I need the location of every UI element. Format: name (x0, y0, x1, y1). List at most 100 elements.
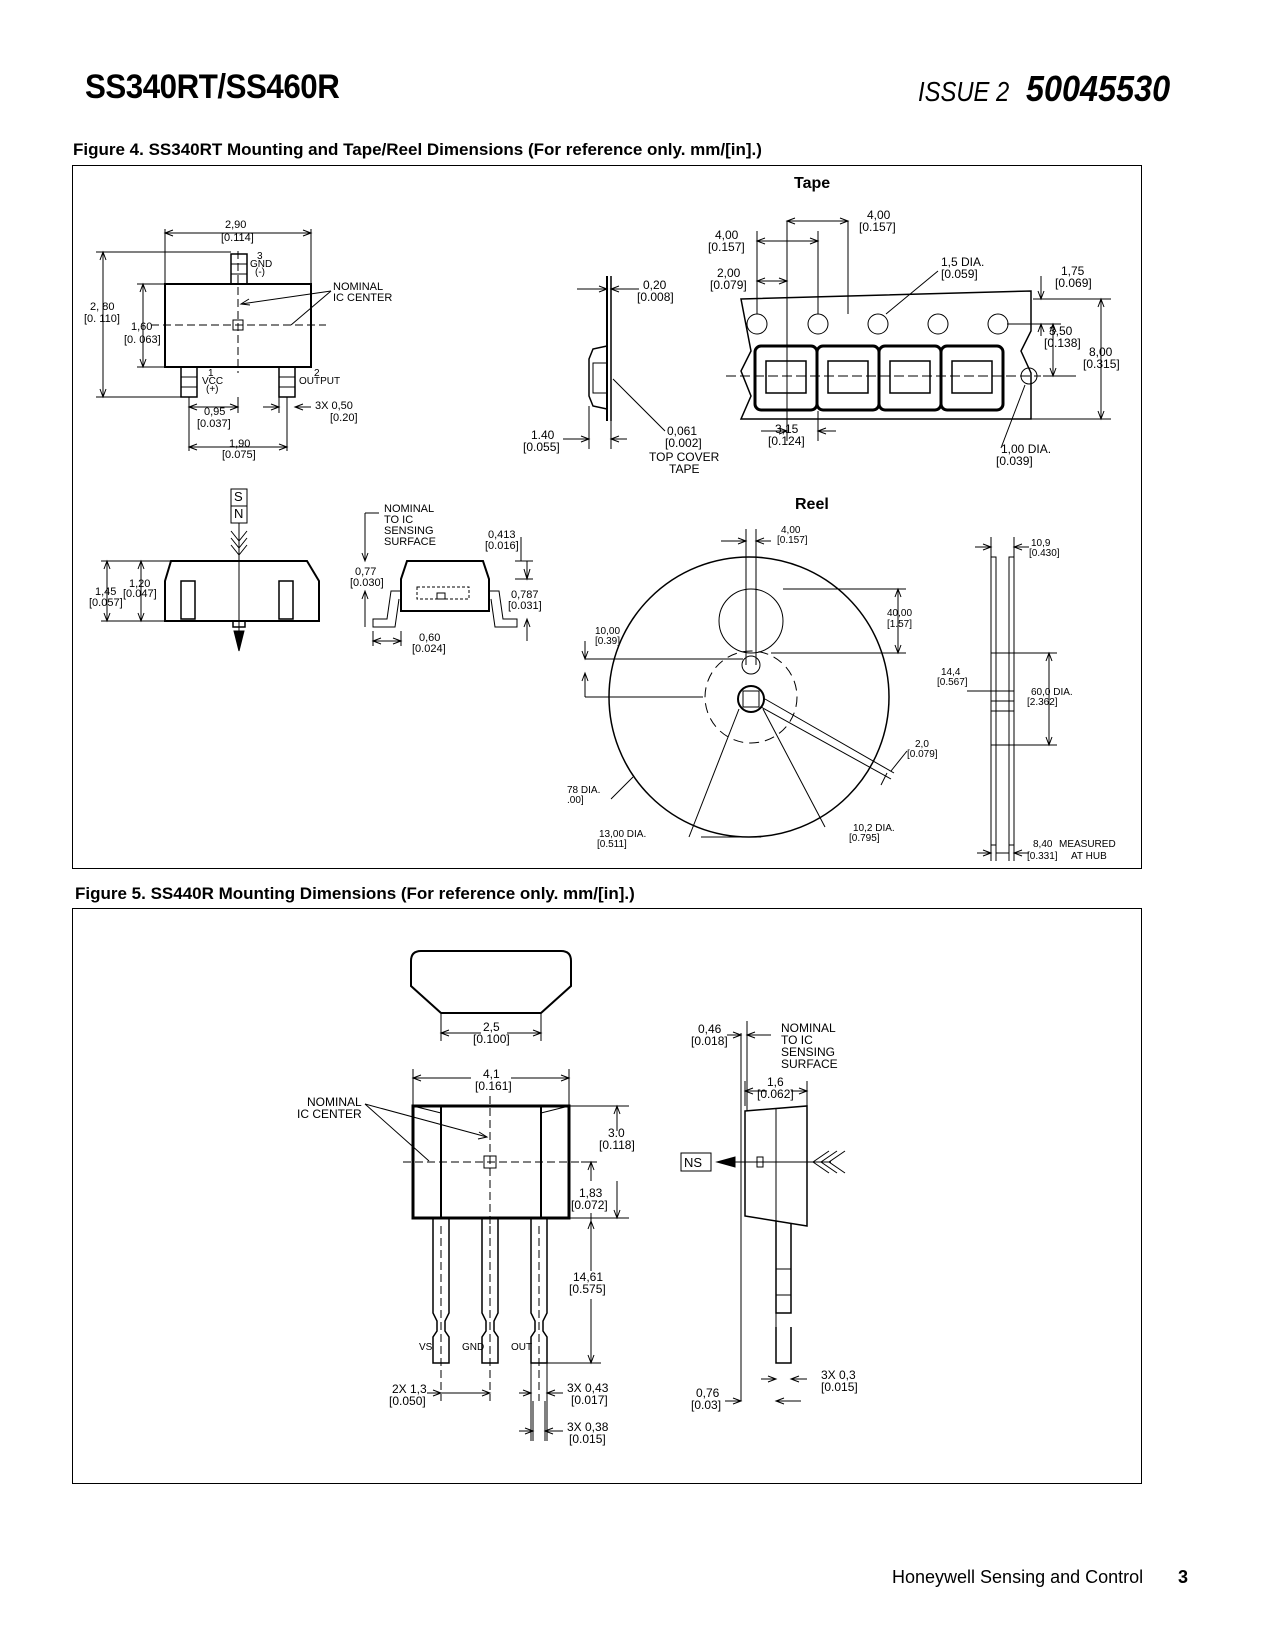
dim-label: 10,00 (595, 626, 620, 637)
sot23-top-view (96, 229, 332, 451)
dim-label: 0,95 (204, 406, 225, 418)
pole-s: S (234, 489, 243, 504)
dim-label: [0.057] (89, 597, 123, 609)
dim-label: [0.124] (768, 434, 805, 448)
dim-label: SURFACE (384, 536, 436, 548)
dim-label: 1,60 (131, 321, 152, 333)
dim-label: [0.157] (859, 220, 896, 234)
dim-label: 4,1 (483, 1067, 500, 1081)
dim-label: [0.039] (996, 454, 1033, 468)
dim-label: 3.0 (608, 1126, 625, 1140)
dim-label: 4,00 (781, 525, 801, 536)
issue-label: ISSUE 2 (918, 76, 1010, 107)
dim-label: TO IC (384, 514, 413, 526)
dim-label: [0.39] (595, 636, 620, 647)
dim-label: 4,00 (867, 208, 891, 222)
dim-label: [0.017] (571, 1393, 608, 1407)
dim-label: 14,4 (941, 667, 961, 678)
figure5-box: 2,5 [0.100] 4,1 [0.161] NOMINAL IC CENTE… (72, 908, 1142, 1484)
dim-label: 3X 0,3 (821, 1368, 856, 1382)
pole-n: N (234, 506, 243, 521)
dim-label: [0.20] (330, 412, 358, 424)
dim-label: [0.047] (123, 588, 157, 600)
dim-label: [0. 110] (84, 313, 120, 325)
dim-label: OUTPUT (299, 376, 340, 387)
dim-label: 3,15 (775, 422, 799, 436)
dim-label: [0.430] (1029, 548, 1060, 559)
dim-label: (-) (255, 267, 265, 278)
dim-label: 4,00 (715, 228, 739, 242)
dim-label: 2, 80 (90, 301, 114, 313)
dim-label: 3X 0,38 (567, 1420, 609, 1434)
dim-label: 10,2 DIA. (853, 823, 895, 834)
dim-label: AT HUB (1071, 851, 1107, 862)
dim-label: 2X 1,3 (392, 1382, 427, 1396)
dim-label: [0.008] (637, 290, 674, 304)
dim-label: TOP COVER (649, 450, 720, 464)
dim-label: 40,00 (887, 608, 912, 619)
dim-label: [0.331] (1027, 851, 1058, 862)
figure4-caption: Figure 4. SS340RT Mounting and Tape/Reel… (73, 140, 762, 159)
dim-label: [0.002] (665, 436, 702, 450)
dim-label: 0,20 (643, 278, 667, 292)
dim-label: [0.511] (597, 839, 627, 850)
tape-side-view (563, 276, 666, 449)
dim-label: [0.018] (691, 1034, 728, 1048)
dim-label: NOMINAL (307, 1095, 362, 1109)
dim-label: TO IC (781, 1033, 813, 1047)
dim-label: (+) (206, 384, 219, 395)
dim-label: [0.015] (569, 1432, 606, 1446)
reel-title: Reel (795, 496, 829, 513)
dim-label: [0.072] (571, 1198, 608, 1212)
dim-label: [0.114] (221, 232, 254, 244)
dim-label: [0.055] (523, 440, 560, 454)
figure4-box: Tape Reel 2,90 [0.114] 3 GND (-) NOMINAL… (72, 165, 1142, 869)
tape-top-view (726, 217, 1111, 449)
dim-label: [0.016] (485, 540, 519, 552)
dim-label: 0,76 (696, 1386, 720, 1400)
dim-label: [0.059] (941, 267, 978, 281)
dim-label: 1,00 DIA. (1001, 442, 1051, 456)
dim-label: [0.138] (1044, 336, 1081, 350)
dim-label: [0.575] (569, 1282, 606, 1296)
dim-label: VCC (202, 376, 223, 387)
tape-title: Tape (794, 175, 830, 192)
dim-label: 78 DIA. (567, 785, 600, 796)
figure5-caption: Figure 5. SS440R Mounting Dimensions (Fo… (75, 884, 635, 903)
sot23-side-view (101, 488, 320, 652)
dim-label: [0.031] (508, 600, 542, 612)
dim-label: 8,00 (1089, 345, 1113, 359)
figure5-labels: 2,5 [0.100] 4,1 [0.161] NOMINAL IC CENTE… (297, 1020, 858, 1446)
dim-label: IC CENTER (297, 1107, 362, 1121)
dim-label: 1,20 (129, 578, 150, 590)
dim-label: NOMINAL (781, 1021, 836, 1035)
dim-label: [0.069] (1055, 276, 1092, 290)
dim-label: 0,77 (355, 566, 376, 578)
part-number-title: SS340RT/SS460R (85, 68, 340, 106)
dim-label: NOMINAL (384, 503, 434, 515)
sot23-end-view (361, 512, 533, 646)
dim-label: 3X 0,43 (567, 1381, 609, 1395)
dim-label: TAPE (669, 462, 699, 476)
dim-label: 1,6 (767, 1075, 784, 1089)
dim-label: [0.037] (197, 418, 231, 430)
dim-label: 1 (208, 368, 214, 379)
pin-label-out: OUT (511, 1342, 532, 1353)
dim-label: 10,9 (1031, 538, 1051, 549)
dim-label: [0.015] (821, 1380, 858, 1394)
page-number: 3 (1178, 1567, 1189, 1587)
ss440r-top-view (410, 950, 572, 1041)
dim-label: 0,061 (667, 424, 697, 438)
dim-label: [0.567] (937, 677, 968, 688)
dim-label: 1,5 DIA. (941, 255, 984, 269)
dim-label: 13,00 DIA. (599, 829, 646, 840)
dim-label: [0.075] (222, 449, 256, 461)
dim-label: 3X 0,50 (315, 400, 353, 412)
dim-label: [0.03] (691, 1398, 721, 1412)
dim-label: [0.100] (473, 1032, 510, 1046)
dim-label: 2,5 (483, 1020, 500, 1034)
dim-label: [0.157] (708, 240, 745, 254)
footer-company: Honeywell Sensing and Control (892, 1567, 1144, 1587)
dim-label: IC CENTER (333, 292, 392, 304)
dim-label: [2.362] (1027, 697, 1058, 708)
